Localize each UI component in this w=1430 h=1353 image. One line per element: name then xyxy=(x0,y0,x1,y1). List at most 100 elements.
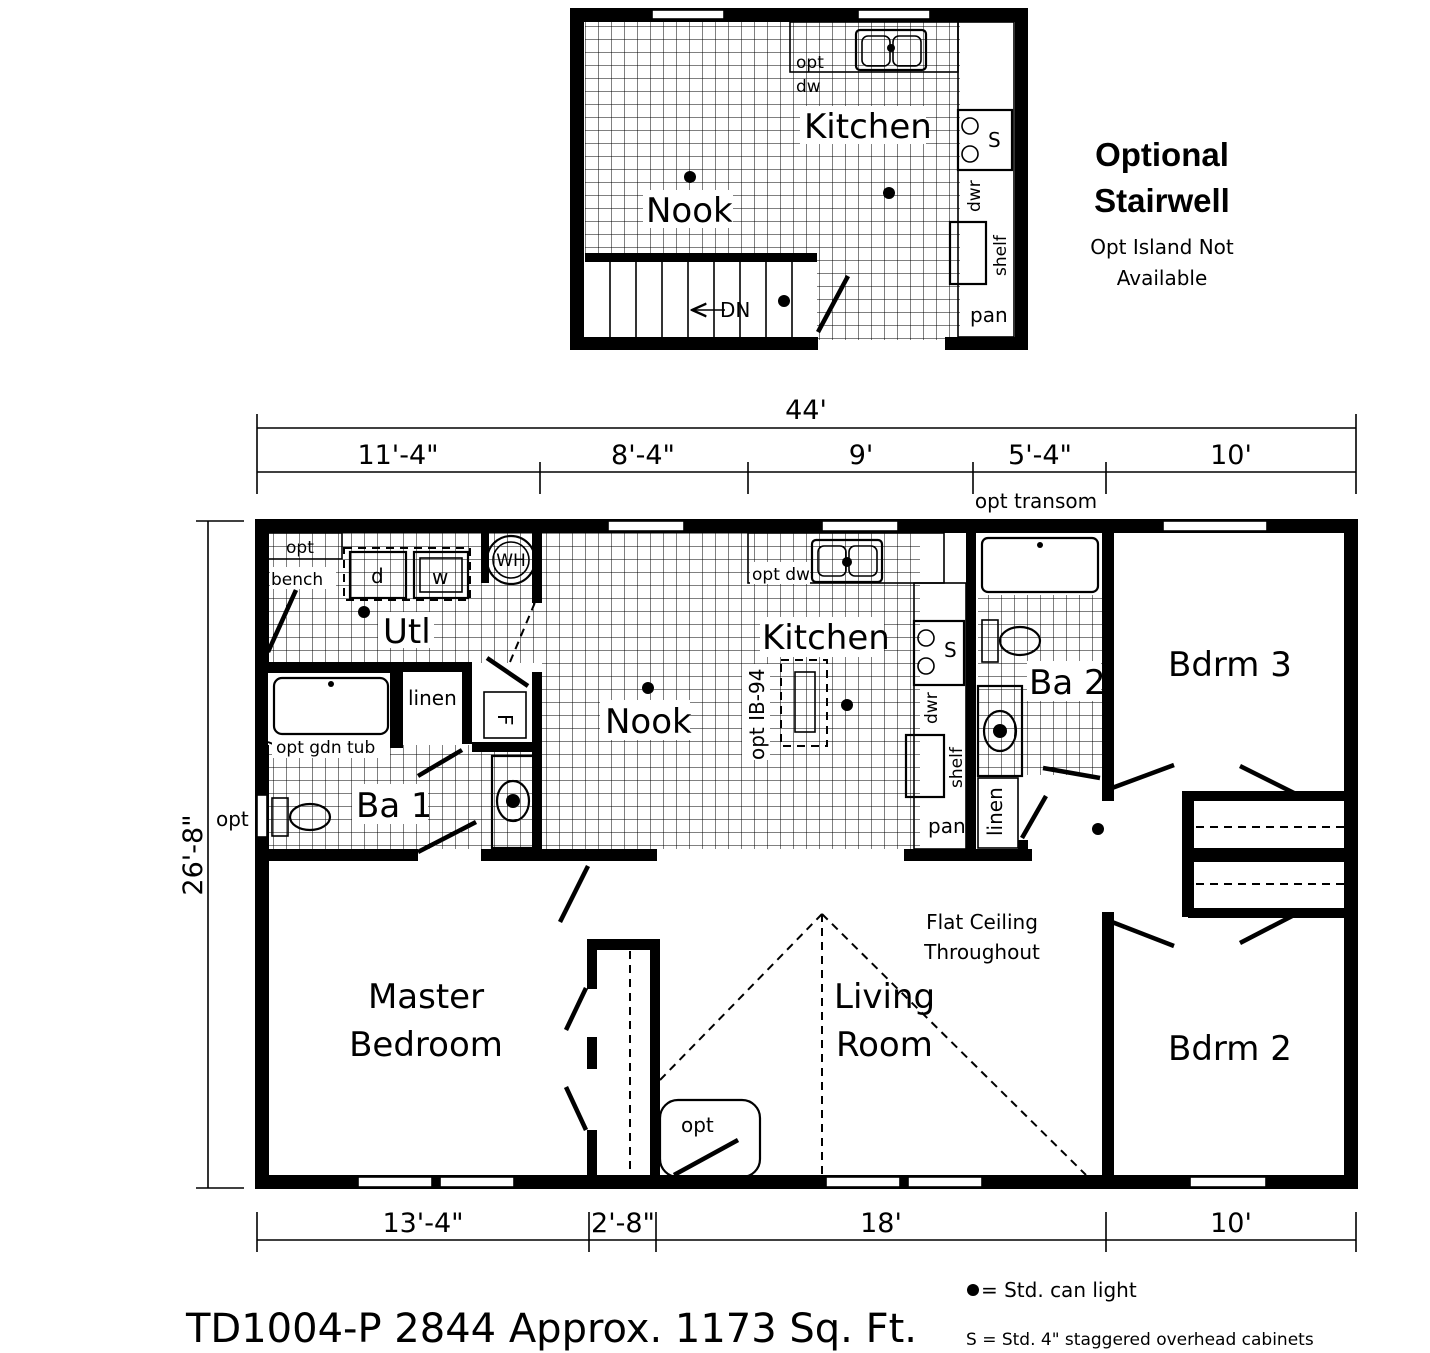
can-light xyxy=(684,171,696,183)
inset-fridge xyxy=(948,220,988,286)
master-bedroom-label-line1: Master xyxy=(368,977,484,1017)
toilet-bowl-ba1 xyxy=(288,802,332,832)
water-heater-ring xyxy=(492,541,530,579)
living-room-label-line1: Living xyxy=(834,977,935,1017)
linen-closet-2 xyxy=(977,777,1019,849)
stair-wall xyxy=(585,253,817,262)
sink-drain-ba2 xyxy=(993,724,1007,738)
opt-gdn-tub-label: opt gdn tub xyxy=(276,738,375,758)
kitchen-range xyxy=(912,619,966,687)
stairwell-note-line2: Available xyxy=(1117,266,1208,290)
bench-label-bg xyxy=(270,567,336,589)
doors xyxy=(265,589,1300,1131)
kitchen-label: Kitchen xyxy=(762,618,890,658)
linen-label-ba2: linen xyxy=(983,787,1007,836)
linen-label-ba1: linen xyxy=(408,686,457,710)
water-heater xyxy=(485,534,537,586)
interior-walls xyxy=(268,533,1348,1178)
dimension-lines xyxy=(196,414,1357,1252)
room-label-backgrounds xyxy=(352,612,1101,824)
inset-stair-area xyxy=(585,258,817,340)
dryer-label: d xyxy=(371,564,384,588)
bedroom2-label: Bdrm 2 xyxy=(1168,1029,1292,1069)
inset-counter-right xyxy=(957,21,1015,338)
inset-window-frame xyxy=(651,9,725,20)
inset-nook-label: Nook xyxy=(646,191,733,231)
laundry-zone xyxy=(343,547,471,601)
opt-bench xyxy=(267,532,343,560)
main-floor-plan: opt bench d w WH opt gdn tub linen F opt xyxy=(216,519,1358,1189)
washer xyxy=(412,550,470,600)
opt-entertainment-nook xyxy=(658,1098,762,1179)
furnace xyxy=(483,691,527,739)
ceiling-note-line1: Flat Ceiling xyxy=(926,910,1038,934)
inset-shelf-label: shelf xyxy=(991,234,1011,276)
opt-dw-label: opt dw xyxy=(752,565,810,585)
plan-title: TD1004-P 2844 Approx. 1173 Sq. Ft. xyxy=(185,1306,917,1352)
bench-label: bench xyxy=(271,570,323,590)
top-dimension-1: 11'-4" xyxy=(357,440,438,471)
vanity-ba1 xyxy=(490,754,536,850)
utility-room-label: Utl xyxy=(383,612,431,652)
master-bedroom-label-line2: Bedroom xyxy=(349,1025,503,1065)
tub-ba2 xyxy=(980,536,1100,594)
bedroom3-label: Bdrm 3 xyxy=(1168,645,1292,685)
opt-island xyxy=(780,659,828,747)
bottom-dimension-3: 18' xyxy=(860,1208,902,1239)
inset-opt-label: opt xyxy=(796,53,824,73)
legend-cabinets: S = Std. 4" staggered overhead cabinets xyxy=(966,1330,1314,1350)
stairwell-heading-line1: Optional xyxy=(1095,136,1229,173)
opt-gdn-tub-label-bg xyxy=(272,736,390,758)
can-light xyxy=(642,682,654,694)
tub-drain-ba2 xyxy=(1037,542,1043,548)
exterior-wall-bottom xyxy=(255,1175,1358,1189)
top-dimension-2: 8'-4" xyxy=(611,440,675,471)
pantry-label: pan xyxy=(928,814,966,838)
inset-wall-top xyxy=(570,8,1028,22)
nook-label: Nook xyxy=(605,702,692,742)
ceiling-lines xyxy=(659,913,1087,1176)
depth-dimension: 26'-8" xyxy=(178,814,209,895)
exterior-wall-left xyxy=(255,519,269,1189)
overall-width-dimension: 44' xyxy=(785,395,827,426)
inset-wall-left xyxy=(570,8,584,350)
washer-label: w xyxy=(432,565,448,589)
opt-label: opt xyxy=(286,538,314,558)
bath1-label: Ba 1 xyxy=(356,786,433,826)
kitchen-counter-right xyxy=(913,582,967,850)
inset-window-frame xyxy=(857,9,931,20)
stairwell-note-line1: Opt Island Not xyxy=(1090,235,1234,259)
inset-dwr-label: dwr xyxy=(965,180,985,212)
sink-ba2 xyxy=(982,709,1018,753)
inset-sink xyxy=(854,28,928,72)
opt-island-top xyxy=(794,671,816,733)
stair-dn-label: DN xyxy=(720,298,750,322)
inset-kitchen-label: Kitchen xyxy=(804,107,932,147)
opt-island-label-bg xyxy=(742,664,770,760)
inset-range xyxy=(956,108,1014,172)
bottom-dimension-4: 10' xyxy=(1210,1208,1252,1239)
top-dimension-4: 5'-4" xyxy=(1008,440,1072,471)
can-light xyxy=(883,187,895,199)
utility-door-swing xyxy=(509,599,537,663)
sink-ba1 xyxy=(495,779,531,823)
linen-closet-1 xyxy=(403,673,462,743)
inset-wall-bottom-right xyxy=(945,337,1028,350)
toilet-tank-ba2 xyxy=(981,619,999,663)
inset-window xyxy=(858,10,930,19)
vanity-ba2 xyxy=(976,684,1024,778)
kitchen-sink xyxy=(810,538,884,584)
sink-drain-ba1 xyxy=(506,794,520,808)
can-light-legend-icon xyxy=(967,1284,979,1296)
furnace-label: F xyxy=(493,714,517,726)
water-heater-label: WH xyxy=(496,551,526,571)
bath1-window-opt-label: opt xyxy=(216,807,249,831)
legend-can-light: = Std. can light xyxy=(981,1278,1137,1302)
inset-wall-right xyxy=(1015,8,1028,350)
can-light xyxy=(778,295,790,307)
kitchen-dwr-label: dwr xyxy=(922,692,942,724)
inset-wall-bottom-left xyxy=(570,337,818,350)
bottom-dimension-1: 13'-4" xyxy=(382,1208,463,1239)
opt-island-label: opt IB-94 xyxy=(745,669,769,760)
